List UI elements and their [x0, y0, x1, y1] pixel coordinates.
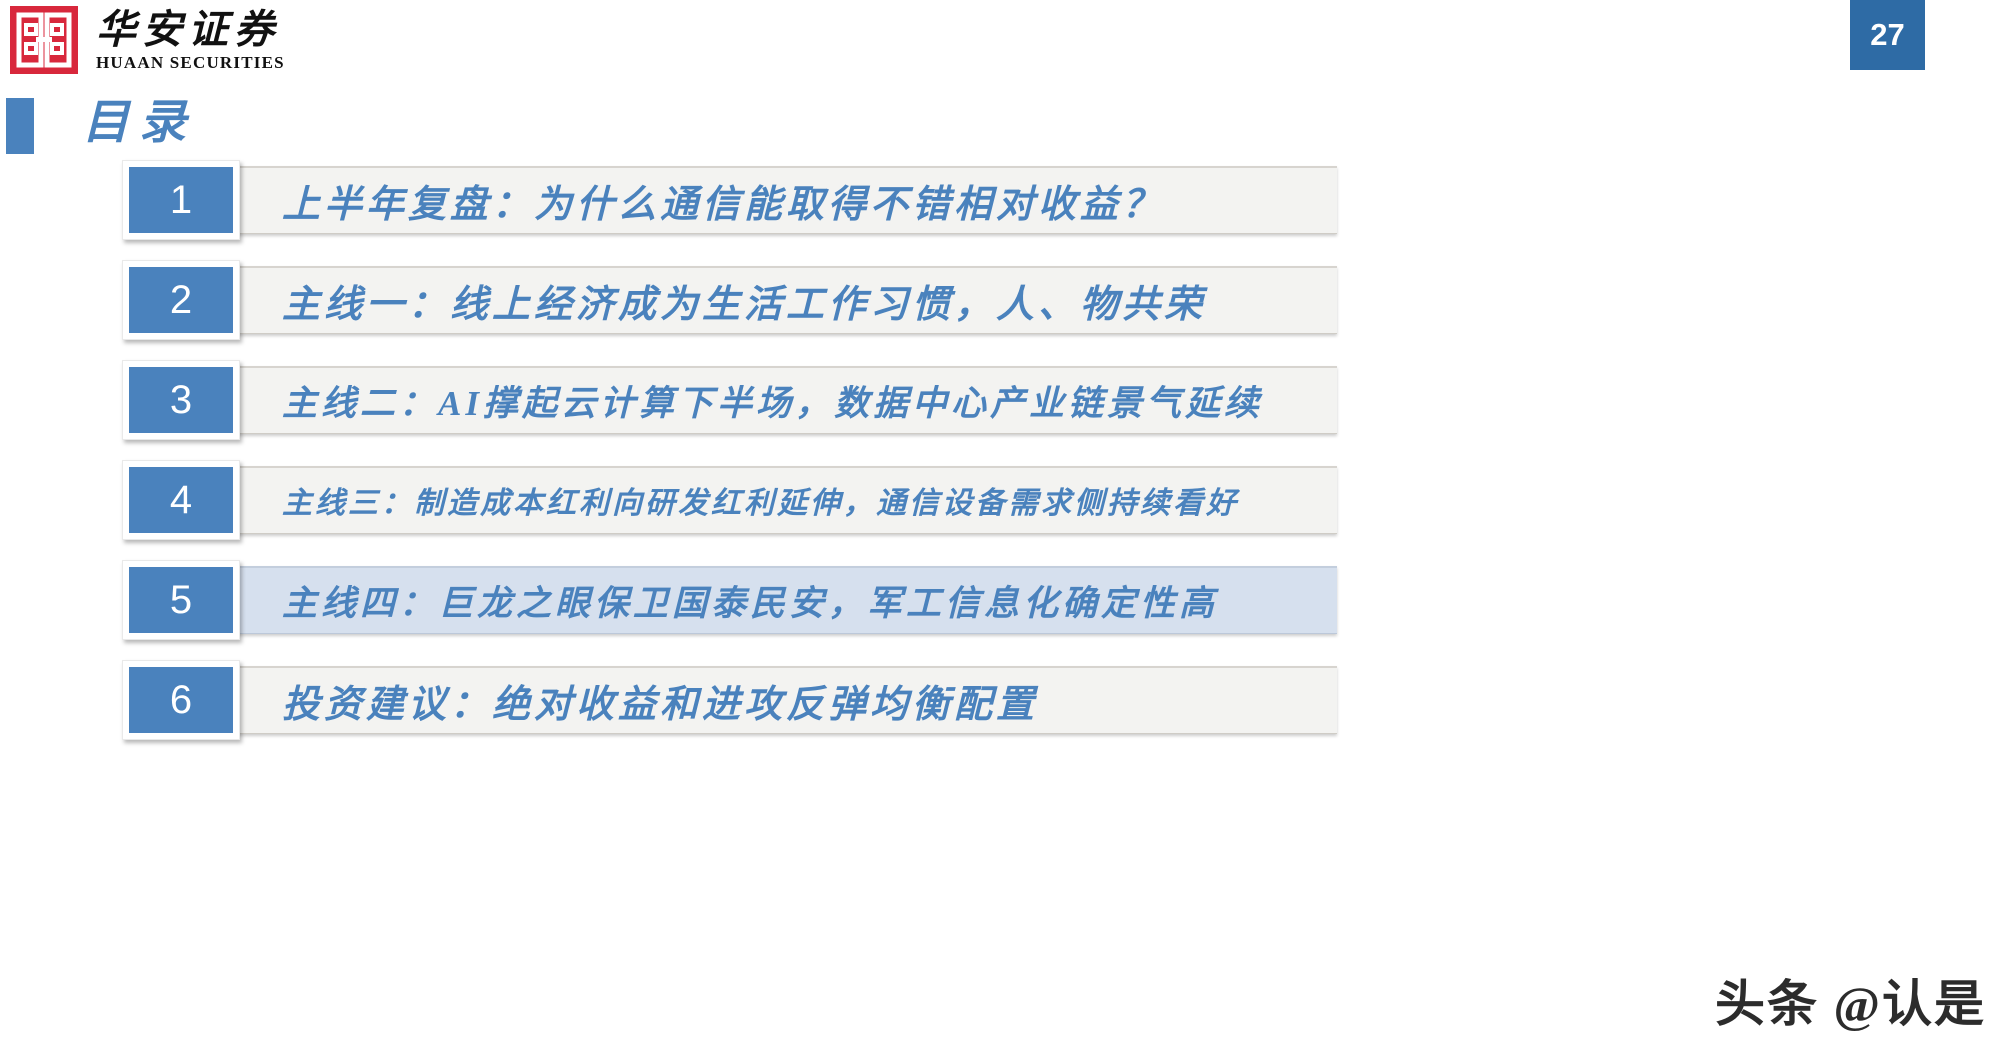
toc-item-label: 投资建议：绝对收益和进攻反弹均衡配置	[282, 683, 1039, 726]
toc-item-number-box: 1	[122, 160, 240, 240]
toc-item-bar	[180, 466, 1337, 534]
toc-item-bar	[180, 666, 1337, 734]
watermark: 头条 @认是	[1714, 976, 1986, 1032]
toc-item-number-box: 3	[122, 360, 240, 440]
toc-item-label: 主线一：线上经济成为生活工作习惯，人、物共荣	[282, 283, 1207, 326]
toc-item-number-box: 6	[122, 660, 240, 740]
toc-item-label: 上半年复盘：为什么通信能取得不错相对收益？	[282, 183, 1165, 226]
toc-item-label: 主线四：巨龙之眼保卫国泰民安，军工信息化确定性高	[282, 583, 1219, 623]
toc-item-3[interactable]: 3 主线二：AI撑起云计算下半场，数据中心产业链景气延续	[122, 360, 1337, 440]
toc-item-number-box: 2	[122, 260, 240, 340]
toc-item-bar	[180, 266, 1337, 334]
table-of-contents: 1 上半年复盘：为什么通信能取得不错相对收益？ 2 主线一：线上经济成为生活工作…	[122, 160, 1337, 760]
toc-item-number: 4	[129, 467, 233, 533]
toc-item-6[interactable]: 6 投资建议：绝对收益和进攻反弹均衡配置	[122, 660, 1337, 740]
brand-name-en: HUAAN SECURITIES	[96, 53, 285, 72]
toc-item-label: 主线三：制造成本红利向研发红利延伸，通信设备需求侧持续看好	[282, 487, 1239, 520]
toc-item-number-box: 4	[122, 460, 240, 540]
toc-item-4[interactable]: 4 主线三：制造成本红利向研发红利延伸，通信设备需求侧持续看好	[122, 460, 1337, 540]
toc-item-number: 6	[129, 667, 233, 733]
toc-item-5[interactable]: 5 主线四：巨龙之眼保卫国泰民安，军工信息化确定性高	[122, 560, 1337, 640]
toc-item-bar	[180, 366, 1337, 434]
toc-item-number-box: 5	[122, 560, 240, 640]
huaan-seal-logo-icon	[10, 6, 78, 74]
toc-item-bar	[180, 166, 1337, 234]
toc-item-number: 3	[129, 367, 233, 433]
toc-item-number: 1	[129, 167, 233, 233]
toc-item-bar	[180, 566, 1337, 634]
slide-header: 华安证券 HUAAN SECURITIES 27	[0, 0, 2000, 90]
brand-wordmark: 华安证券 HUAAN SECURITIES	[96, 8, 326, 74]
toc-item-1[interactable]: 1 上半年复盘：为什么通信能取得不错相对收益？	[122, 160, 1337, 240]
title-accent-bar	[6, 98, 34, 154]
toc-item-label: 主线二：AI撑起云计算下半场，数据中心产业链景气延续	[282, 383, 1263, 423]
toc-item-number: 5	[129, 567, 233, 633]
toc-item-2[interactable]: 2 主线一：线上经济成为生活工作习惯，人、物共荣	[122, 260, 1337, 340]
page-number-badge: 27	[1850, 0, 1925, 70]
toc-item-number: 2	[129, 267, 233, 333]
brand-name-cn: 华安证券	[96, 7, 280, 52]
page-title: 目录	[82, 97, 196, 149]
